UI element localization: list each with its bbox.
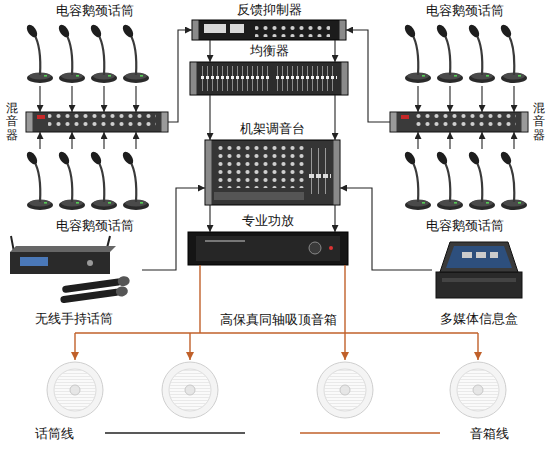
wire-segment bbox=[209, 40, 210, 62]
wire-segment bbox=[209, 95, 210, 140]
mixing-console-device bbox=[205, 140, 340, 205]
wireless-mic: 无线手持话筒 bbox=[6, 232, 142, 302]
wire-segment bbox=[209, 205, 210, 232]
node-label: 电容鹅颈话筒 bbox=[426, 218, 504, 233]
wire-segment bbox=[346, 30, 390, 122]
node-label: 电容鹅颈话筒 bbox=[56, 218, 134, 233]
mic-group: 电容鹅颈话筒 bbox=[395, 149, 535, 233]
speaker-wire bbox=[75, 265, 478, 360]
wire-segment bbox=[481, 132, 482, 149]
legend-line bbox=[105, 432, 245, 433]
mixing-console: 机架调音台 bbox=[205, 140, 340, 205]
gooseneck-mics bbox=[25, 23, 527, 210]
node-label: 机架调音台 bbox=[240, 121, 305, 136]
wire-segment bbox=[71, 132, 72, 149]
signal-wire bbox=[418, 132, 514, 149]
mixer: 混音器 bbox=[26, 112, 168, 132]
node-label: 均衡器 bbox=[250, 43, 289, 58]
wire-segment bbox=[449, 86, 450, 112]
wire-segment bbox=[74, 333, 75, 360]
wire-segment bbox=[344, 333, 345, 360]
wire-segment bbox=[334, 95, 335, 140]
signal-wire bbox=[210, 95, 335, 140]
equalizer-device bbox=[190, 62, 348, 95]
wire-segment bbox=[344, 265, 345, 333]
node-label: 电容鹅颈话筒 bbox=[56, 3, 134, 18]
speaker-group: 高保真同轴吸顶音箱 bbox=[40, 360, 516, 422]
wire-segment bbox=[103, 132, 104, 149]
wire-segment bbox=[189, 333, 190, 360]
node-label: 反馈抑制器 bbox=[237, 2, 302, 17]
power-amplifier-device bbox=[188, 232, 348, 265]
wire-segment bbox=[449, 132, 450, 149]
wireless-receiver bbox=[10, 236, 130, 305]
power-amplifier: 专业功放 bbox=[188, 232, 348, 265]
legend-line bbox=[300, 432, 440, 433]
mic-group: 电容鹅颈话筒 bbox=[25, 149, 165, 233]
mic-group: 电容鹅颈话筒 bbox=[25, 3, 165, 86]
node-label: 混音器 bbox=[533, 102, 545, 142]
signal-wire bbox=[418, 86, 514, 112]
wire-segment bbox=[135, 132, 136, 149]
node-label: 高保真同轴吸顶音箱 bbox=[220, 312, 337, 327]
mixer: 混音器 bbox=[390, 112, 528, 132]
wire-segment bbox=[334, 40, 335, 62]
media-box: 多媒体信息盒 bbox=[432, 236, 526, 302]
signal-wire bbox=[210, 40, 335, 62]
wire-segment bbox=[199, 265, 200, 333]
mixer-device bbox=[390, 112, 528, 132]
multimedia-box bbox=[436, 242, 522, 298]
feedback-suppressor-device bbox=[192, 20, 346, 40]
wire-segment bbox=[417, 132, 418, 149]
signal-wire bbox=[142, 188, 205, 270]
node-label: 电容鹅颈话筒 bbox=[426, 3, 504, 18]
wire-segment bbox=[168, 30, 192, 122]
wire-segment bbox=[334, 205, 335, 232]
wire-segment bbox=[103, 86, 104, 112]
wire-segment bbox=[142, 188, 205, 270]
wire-segment bbox=[477, 333, 478, 360]
node-label: 多媒体信息盒 bbox=[440, 311, 518, 326]
wire-segment bbox=[417, 86, 418, 112]
wire-segment bbox=[513, 132, 514, 149]
equalizer: 均衡器 bbox=[190, 62, 348, 95]
legend-label: 音箱线 bbox=[470, 426, 509, 441]
mic-group: 电容鹅颈话筒 bbox=[395, 3, 535, 86]
signal-wire bbox=[168, 30, 192, 122]
wire-segment bbox=[513, 86, 514, 112]
signal-wire bbox=[40, 86, 136, 112]
wire-segment bbox=[481, 86, 482, 112]
wire-segment bbox=[340, 188, 432, 270]
feedback-suppressor: 反馈抑制器 bbox=[192, 2, 346, 40]
wire-segment bbox=[39, 132, 40, 149]
ceiling-speakers bbox=[47, 362, 506, 418]
legend-label: 话筒线 bbox=[35, 426, 74, 441]
wire-segment bbox=[71, 86, 72, 112]
node-label: 专业功放 bbox=[242, 213, 294, 228]
signal-wire bbox=[346, 30, 390, 122]
signal-wire bbox=[340, 188, 432, 270]
signal-wire bbox=[210, 205, 335, 232]
node-label: 混音器 bbox=[6, 102, 18, 142]
mixer-device bbox=[26, 112, 168, 132]
signal-wire bbox=[40, 132, 136, 149]
wire-segment bbox=[135, 86, 136, 112]
wire-segment bbox=[75, 332, 478, 333]
wire-segment bbox=[39, 86, 40, 112]
node-label: 无线手持话筒 bbox=[35, 311, 113, 326]
